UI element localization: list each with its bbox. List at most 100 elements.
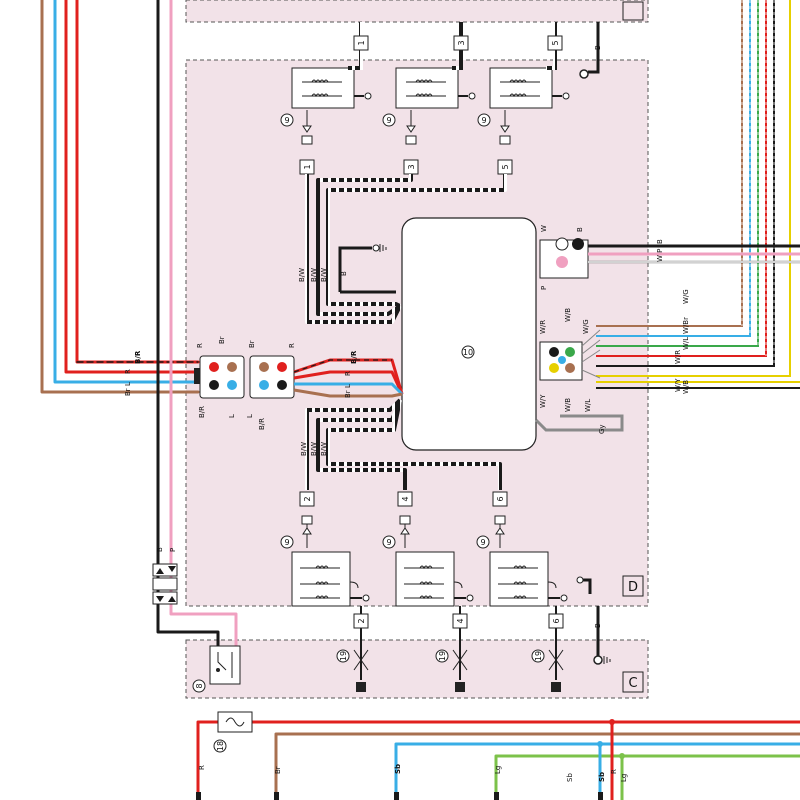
svg-text:Br: Br — [218, 336, 226, 344]
svg-text:B: B — [594, 45, 602, 50]
svg-text:R: R — [198, 765, 206, 770]
svg-text:W/L: W/L — [584, 399, 592, 412]
svg-text:B/W: B/W — [298, 268, 306, 282]
svg-text:9: 9 — [386, 538, 391, 547]
svg-text:W/Y: W/Y — [539, 394, 547, 408]
connector-to-ecu-labels: B/R R L Br — [344, 350, 358, 398]
svg-text:3: 3 — [407, 164, 416, 169]
svg-text:W/R: W/R — [539, 320, 547, 334]
ignition-coil-module-bottom-6 — [489, 551, 592, 607]
inline-connector-left — [152, 563, 178, 605]
section-top-strip — [185, 0, 649, 23]
ignition-coil-module-bottom-4 — [395, 551, 474, 607]
ecu-gy-wire: Gy — [534, 414, 624, 434]
svg-text:B: B — [340, 271, 348, 276]
ignition-coil-module-bottom-2 — [291, 551, 370, 607]
bottom-bw-bus — [305, 398, 502, 490]
svg-text:L: L — [228, 414, 236, 418]
svg-text:B/W: B/W — [310, 442, 318, 456]
svg-text:8: 8 — [195, 683, 204, 688]
svg-text:Br: Br — [274, 766, 282, 774]
svg-text:P: P — [540, 286, 548, 290]
svg-text:19: 19 — [534, 651, 543, 661]
ecu-callout: 10 — [463, 348, 473, 357]
svg-text:3: 3 — [457, 40, 466, 45]
svg-text:W/G: W/G — [682, 289, 690, 304]
svg-text:Lg: Lg — [494, 766, 502, 774]
svg-text:R: R — [196, 343, 204, 348]
svg-text:2: 2 — [357, 618, 366, 623]
svg-text:9: 9 — [480, 538, 485, 547]
section-c-label: C — [628, 676, 637, 691]
svg-text:B/W: B/W — [310, 268, 318, 282]
svg-text:B/W: B/W — [320, 442, 328, 456]
svg-text:B: B — [594, 623, 602, 628]
callouts-coil-top: 9 9 9 — [280, 113, 491, 127]
ecu-connector-sensors: W/R W/B W/G W/Y W/B W/L — [539, 308, 601, 412]
right-harness — [596, 0, 800, 389]
svg-text:L: L — [344, 384, 352, 388]
svg-text:9: 9 — [284, 116, 289, 125]
svg-text:Lg: Lg — [620, 774, 628, 782]
svg-text:B/R: B/R — [350, 350, 358, 364]
svg-text:B: B — [576, 227, 584, 232]
svg-text:Br: Br — [248, 340, 256, 348]
svg-text:R: R — [124, 369, 132, 374]
svg-text:W/B: W/B — [564, 398, 572, 412]
svg-text:B/W: B/W — [300, 442, 308, 456]
ignition-coil-module-top-3 — [395, 60, 476, 109]
svg-text:L: L — [124, 382, 132, 386]
svg-text:W/B: W/B — [682, 380, 690, 394]
svg-text:W/Br: W/Br — [682, 317, 690, 334]
svg-text:4: 4 — [456, 618, 465, 623]
top-bw-bus — [305, 174, 507, 324]
svg-text:B: B — [156, 547, 164, 552]
top-coil-connectors: 1 3 5 — [299, 110, 513, 175]
bottom-harness — [196, 720, 800, 800]
svg-text:19: 19 — [438, 651, 447, 661]
svg-text:R: R — [288, 343, 296, 348]
left-harness — [40, 0, 238, 648]
left-harness-labels: B/R R L Br B P — [124, 350, 177, 552]
top-cylinder-tags: 1 3 5 B — [353, 35, 602, 79]
svg-text:B: B — [656, 239, 664, 244]
svg-text:Br: Br — [344, 390, 352, 398]
bottom-bw-labels: B/W B/W B/W — [300, 442, 328, 456]
top-bw-labels: B/W B/W B/W — [298, 268, 328, 282]
connector-left-a: R Br B/R L — [194, 336, 245, 418]
svg-text:W/G: W/G — [582, 319, 590, 334]
svg-text:W/B: W/B — [564, 308, 572, 322]
svg-text:Sb: Sb — [394, 764, 402, 774]
bottom-cylinder-tags: 2 4 6 — [299, 491, 508, 548]
svg-text:1: 1 — [303, 164, 312, 169]
svg-text:9: 9 — [386, 116, 391, 125]
svg-text:W/Y: W/Y — [674, 378, 682, 392]
svg-text:P: P — [169, 548, 177, 552]
svg-text:B/R: B/R — [198, 406, 206, 418]
switch-component: 8 — [192, 645, 241, 693]
ecu-connector-wbp: W B P W P B — [539, 225, 800, 290]
svg-text:Br: Br — [124, 388, 132, 396]
svg-text:Gy: Gy — [598, 424, 606, 434]
svg-text:Sb: Sb — [566, 773, 574, 782]
svg-text:5: 5 — [501, 164, 510, 169]
svg-text:B/W: B/W — [320, 268, 328, 282]
svg-text:9: 9 — [481, 116, 486, 125]
svg-text:6: 6 — [496, 496, 505, 501]
ecu-ground-top: B — [338, 244, 396, 294]
bottom-harness-labels: R Br Sb Lg Sb Sb R Lg — [198, 764, 628, 782]
bottom-terminals — [196, 792, 603, 800]
svg-text:W: W — [540, 225, 548, 232]
section-c: C — [185, 639, 649, 699]
svg-text:W/R: W/R — [674, 350, 682, 364]
svg-text:2: 2 — [303, 496, 312, 501]
junction-dots — [597, 719, 625, 759]
svg-text:Sb: Sb — [598, 772, 606, 782]
svg-text:19: 19 — [339, 651, 348, 661]
right-harness-labels: W/Br W/G W/L W/R W/Y W/B — [674, 289, 690, 394]
svg-text:4: 4 — [401, 496, 410, 501]
svg-text:B/R: B/R — [258, 418, 266, 430]
svg-text:R: R — [610, 769, 618, 774]
svg-text:R: R — [344, 371, 352, 376]
